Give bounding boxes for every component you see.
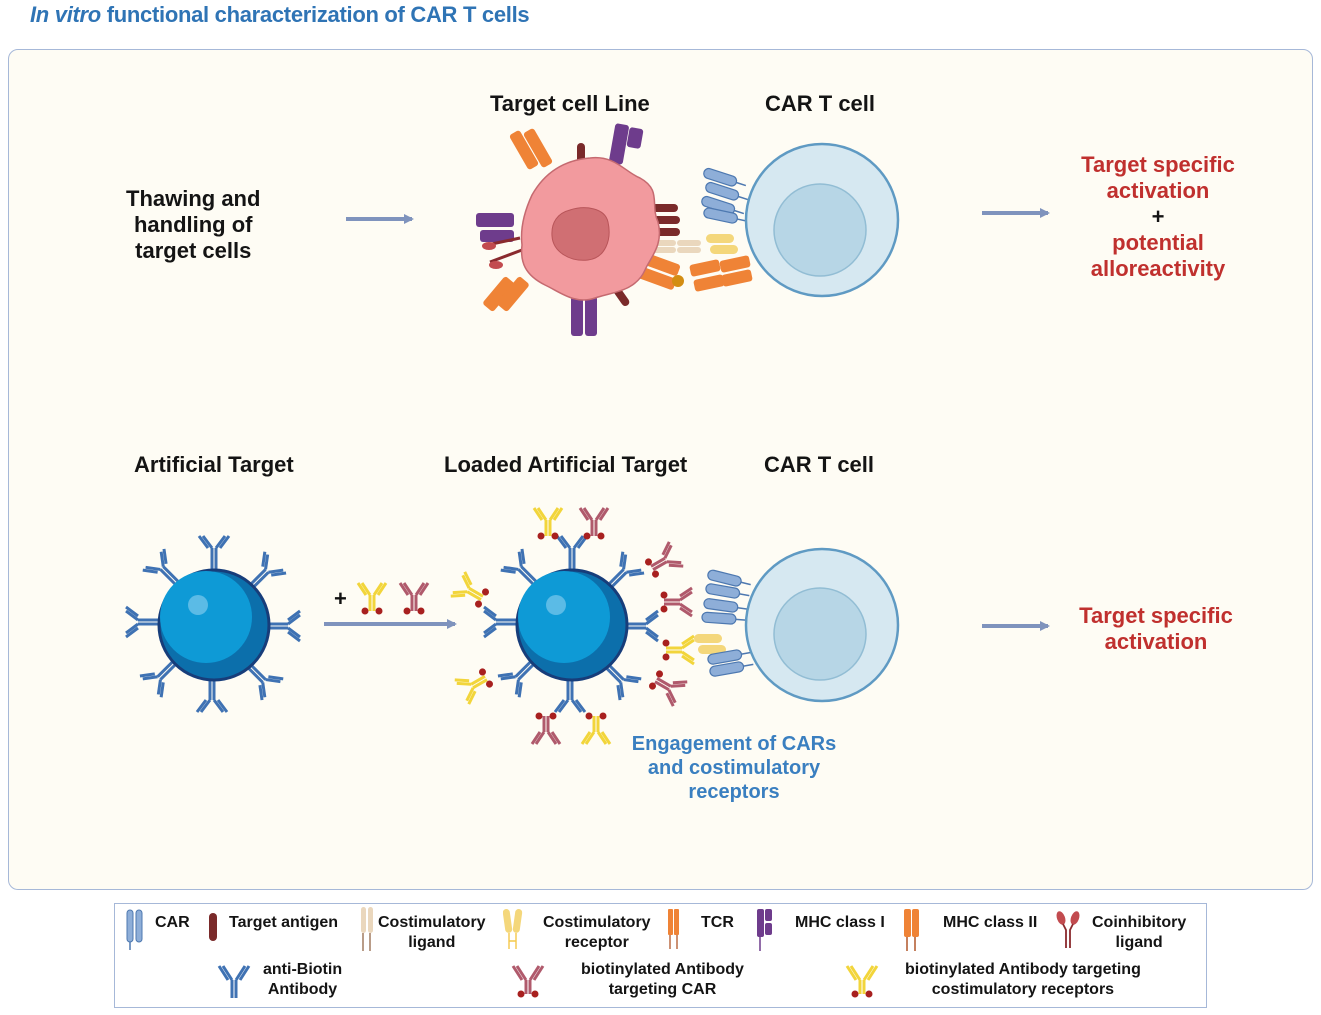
top-outcome-line2: activation: [1106, 178, 1210, 203]
legend-label-costimulatory-ligand: Costimulatory ligand: [378, 914, 486, 951]
legend-label-mhc-class-i: MHC class I: [795, 914, 885, 931]
loaded-artificial-target: [449, 506, 696, 746]
car-receptors-bottom: [694, 568, 755, 678]
car-t-cell-bottom-label: CAR T cell: [764, 452, 875, 477]
title-rest: functional characterization of CAR T cel…: [100, 2, 530, 27]
engagement-note: Engagement of CARs and costimulatory rec…: [614, 732, 854, 804]
anti-biotin-antibody-icon: [217, 965, 251, 998]
title-italic: In vitro: [30, 2, 101, 27]
legend-label-mhc-class-ii: MHC class II: [943, 914, 1038, 931]
legend-label-target-antigen: Target antigen: [229, 914, 339, 931]
legend-label-costimulatory-receptor: Costimulatory receptor: [543, 914, 651, 951]
step-thawing-label: Thawing and handling of target cells: [126, 186, 261, 263]
legend-label-anti-biotin-antibody: anti-Biotin Antibody: [263, 961, 343, 998]
diagram-panel: [8, 49, 1313, 890]
car-icon: [126, 909, 143, 950]
loaded-artificial-target-label: Loaded Artificial Target: [444, 452, 688, 477]
costimulatory-receptor-icon: [503, 909, 523, 949]
biotinylated-antibody-car-icon: [511, 965, 545, 998]
legend-label-car: CAR: [155, 914, 190, 931]
top-outcome: Target specific activation + potential a…: [1058, 152, 1258, 282]
car-t-cell-top: [689, 142, 900, 298]
biotinylated-antibody-costim-icon: [845, 965, 879, 998]
plus-sign: +: [334, 586, 347, 611]
target-cell-line-label: Target cell Line: [490, 91, 650, 116]
costimulatory-ligand-icon: [361, 907, 373, 951]
top-outcome-line4: alloreactivity: [1090, 256, 1226, 281]
engagement-line1: Engagement of CARs: [631, 733, 837, 755]
figure-title: In vitro functional characterization of …: [30, 2, 530, 28]
engagement-line2: and costimulatory: [647, 757, 821, 779]
car-t-cell-top-label: CAR T cell: [765, 91, 876, 116]
coinhibitory-ligand-icon: [1056, 911, 1080, 948]
legend-label-biotinylated-antibody-car: biotinylated Antibody targeting CAR: [581, 961, 744, 998]
top-outcome-line1: Target specific: [1081, 152, 1235, 177]
legend-label-coinhibitory-ligand: Coinhibitory ligand: [1092, 914, 1187, 951]
car-t-cell-nucleus: [773, 183, 867, 277]
bottom-outcome-line2: activation: [1104, 629, 1208, 654]
target-cell: [476, 123, 701, 336]
mhc-class-i-icon: [757, 909, 772, 951]
tcr-icon: [668, 909, 679, 949]
red-antibody-reagent: [398, 581, 430, 616]
target-antigen-icon: [209, 913, 217, 941]
bottom-outcome: Target specific activation: [1056, 603, 1256, 655]
car-t-cell-bottom: [694, 547, 900, 703]
mhc-class-ii-icon: [904, 909, 919, 951]
car-receptors-top: [689, 166, 753, 292]
artificial-target-label: Artificial Target: [134, 452, 294, 477]
top-outcome-line3: potential: [1112, 230, 1204, 255]
legend: CAR Target antigen Costimulatory ligand …: [114, 903, 1207, 1008]
target-cell-nucleus: [551, 207, 610, 261]
legend-label-tcr: TCR: [701, 914, 734, 931]
legend-label-biotinylated-antibody-costim: biotinylated Antibody targeting costimul…: [905, 961, 1141, 998]
bottom-outcome-line1: Target specific: [1079, 603, 1233, 628]
yellow-antibody-reagent: [356, 581, 388, 616]
engagement-line3: receptors: [688, 781, 780, 803]
top-outcome-plus: +: [1151, 204, 1165, 229]
artificial-target-bead: [124, 534, 302, 714]
